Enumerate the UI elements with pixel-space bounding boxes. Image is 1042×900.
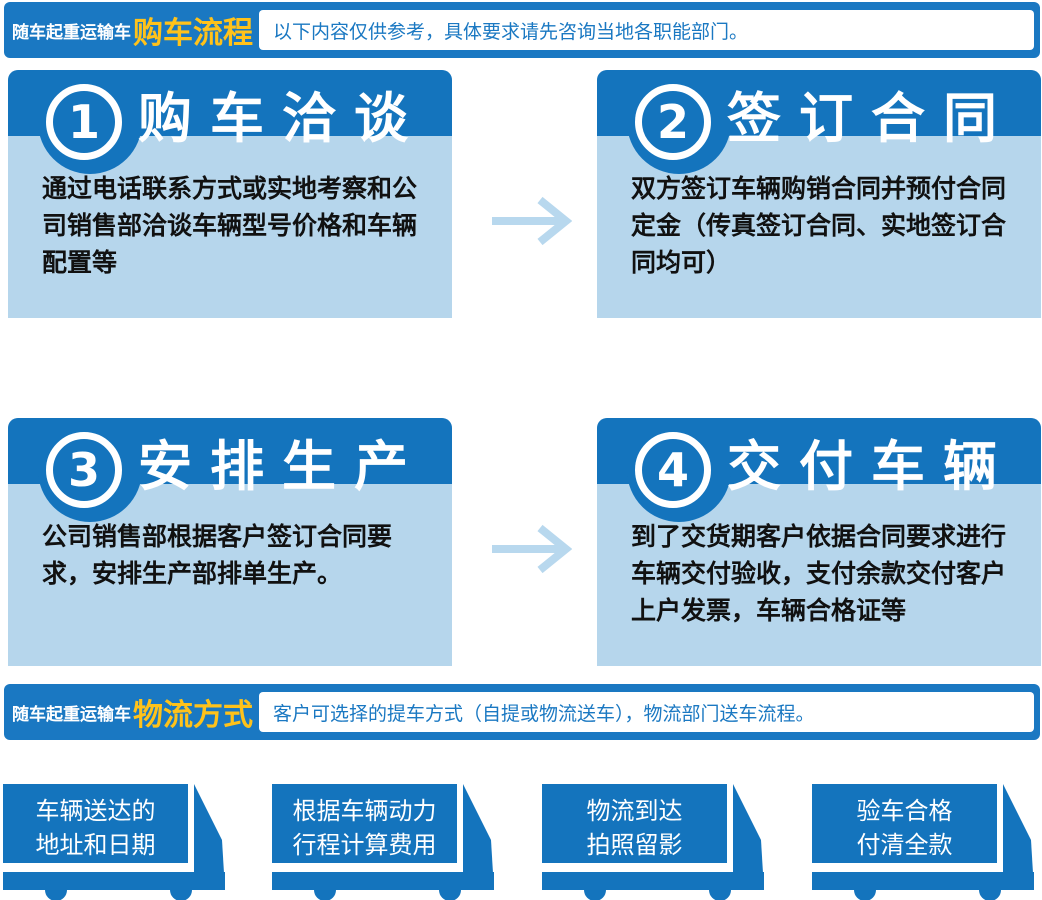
truck-text: 行程计算费用 xyxy=(292,831,437,859)
banner-note: 客户可选择的提车方式（自提或物流送车），物流部门送车流程。 xyxy=(259,692,1034,732)
truck-text: 车辆送达的 xyxy=(35,797,156,825)
step-number: 1 xyxy=(46,84,122,160)
truck-text: 物流到达 xyxy=(586,797,683,825)
step-number: 2 xyxy=(635,84,711,160)
step-body: 到了交货期客户依据合同要求进行车辆交付验收，支付余款交付客户上户发票，车辆合格证… xyxy=(631,522,1007,625)
truck-text: 地址和日期 xyxy=(35,831,156,859)
step-card-2: 2 签订合同 双方签订车辆购销合同并预付合同定金（传真签订合同、实地签订合同均可… xyxy=(597,70,1041,318)
truck-icon xyxy=(272,784,494,900)
truck-icon xyxy=(812,784,1034,900)
arrow-right-icon xyxy=(492,196,572,246)
step-body: 双方签订车辆购销合同并预付合同定金（传真签订合同、实地签订合同均可） xyxy=(631,174,1007,277)
truck-text: 验车合格 xyxy=(856,797,953,825)
truck-text: 付清全款 xyxy=(856,831,953,859)
arrow-right-icon xyxy=(492,524,572,574)
step-number: 4 xyxy=(635,432,711,508)
banner-prefix: 随车起重运输车 xyxy=(12,704,131,725)
truck-text: 拍照留影 xyxy=(586,831,683,859)
step-number: 3 xyxy=(46,432,122,508)
truck-text: 根据车辆动力 xyxy=(292,797,437,825)
banner-prefix: 随车起重运输车 xyxy=(12,22,131,43)
truck-step-4: 验车合格付清全款 xyxy=(812,780,1040,900)
banner-note: 以下内容仅供参考，具体要求请先咨询当地各职能部门。 xyxy=(259,10,1034,50)
step-title: 安排生产 xyxy=(138,435,426,498)
step-card-3: 3 安排生产 公司销售部根据客户签订合同要求，安排生产部排单生产。 xyxy=(8,418,452,666)
truck-step-2: 根据车辆动力行程计算费用 xyxy=(272,780,500,900)
step-card-4: 4 交付车辆 到了交货期客户依据合同要求进行车辆交付验收，支付余款交付客户上户发… xyxy=(597,418,1041,666)
step-title: 购车洽谈 xyxy=(138,87,426,150)
step-title: 签订合同 xyxy=(727,87,1015,150)
truck-icon xyxy=(3,784,225,900)
step-card-1: 1 购车洽谈 通过电话联系方式或实地考察和公司销售部洽谈车辆型号价格和车辆配置等 xyxy=(8,70,452,318)
truck-icon xyxy=(542,784,764,900)
truck-step-3: 物流到达拍照留影 xyxy=(542,780,770,900)
banner-highlight: 物流方式 xyxy=(133,698,253,733)
step-body: 公司销售部根据客户签订合同要求，安排生产部排单生产。 xyxy=(42,522,393,588)
truck-step-1: 车辆送达的地址和日期 xyxy=(3,780,231,900)
purchase-process-banner: 随车起重运输车 购车流程 以下内容仅供参考，具体要求请先咨询当地各职能部门。 xyxy=(4,2,1040,58)
banner-highlight: 购车流程 xyxy=(133,16,253,51)
step-title: 交付车辆 xyxy=(727,435,1015,498)
logistics-banner: 随车起重运输车 物流方式 客户可选择的提车方式（自提或物流送车），物流部门送车流… xyxy=(4,684,1040,740)
step-body: 通过电话联系方式或实地考察和公司销售部洽谈车辆型号价格和车辆配置等 xyxy=(42,174,418,277)
